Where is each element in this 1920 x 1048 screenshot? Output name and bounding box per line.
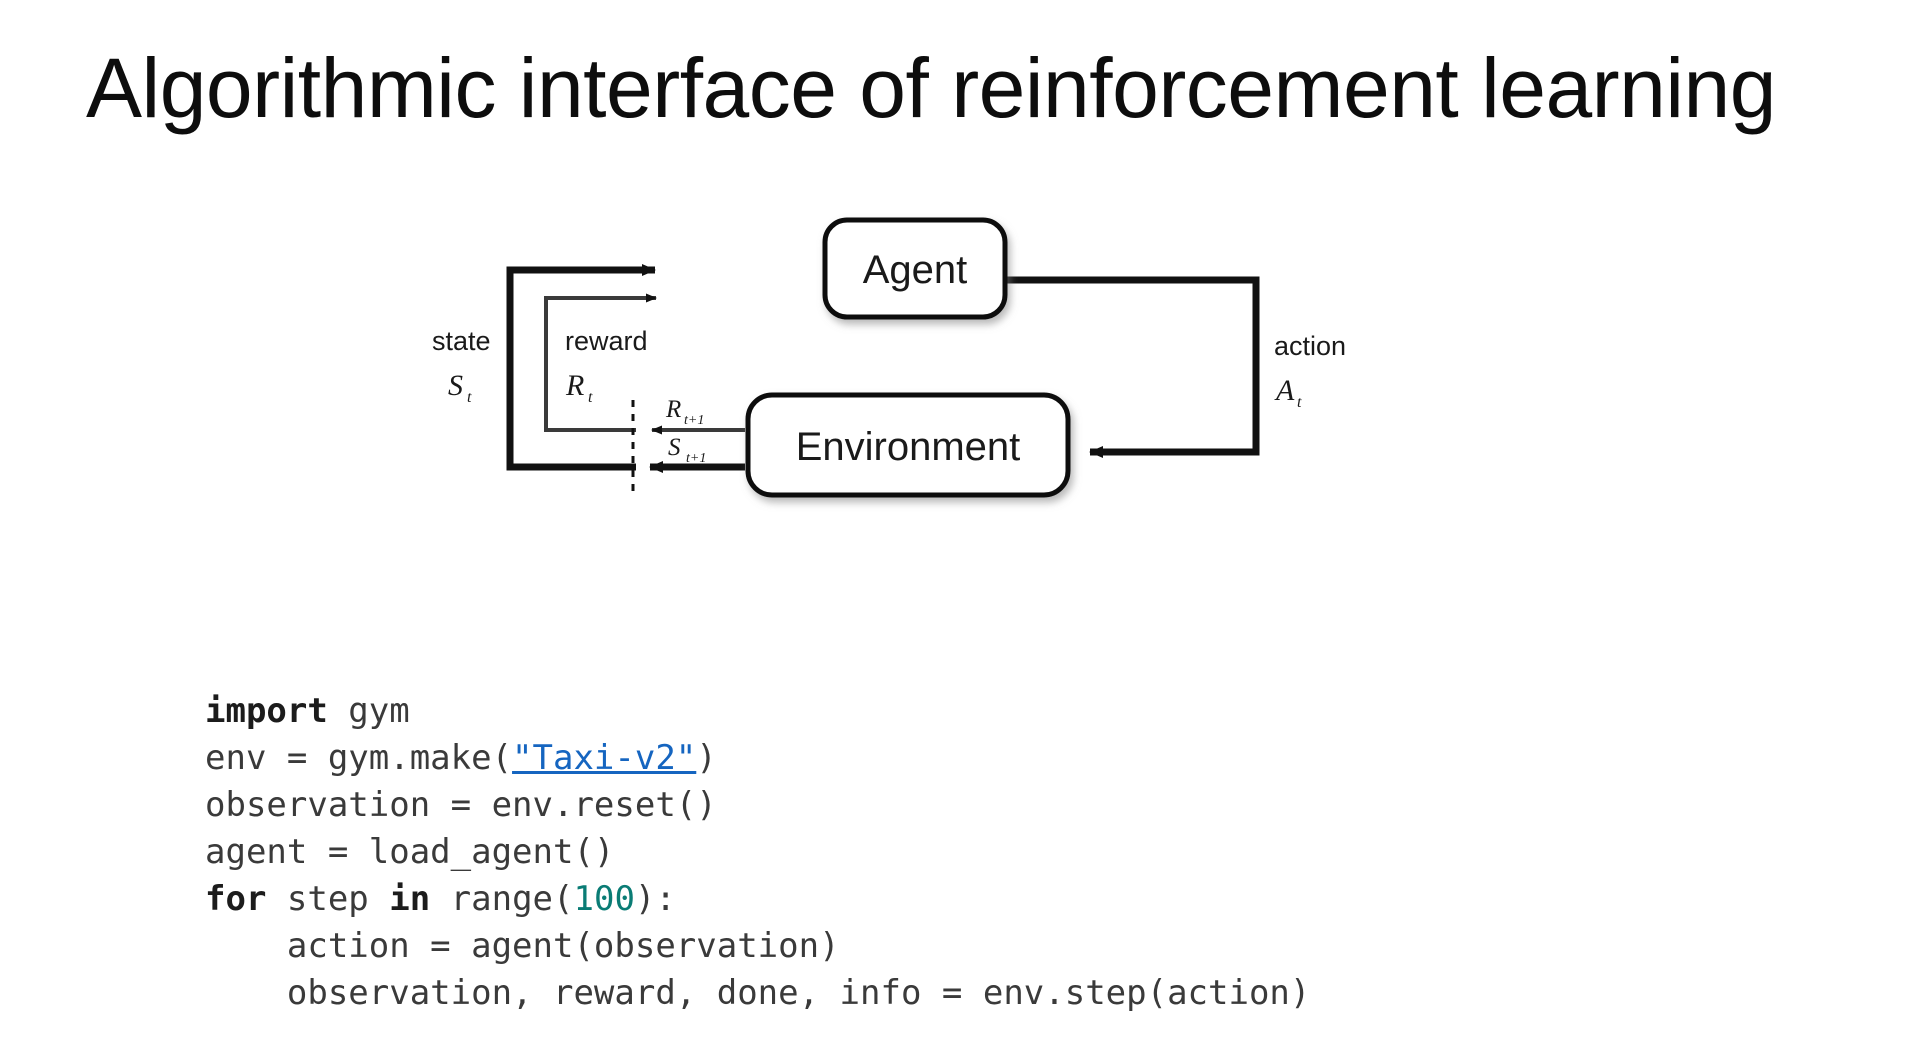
svg-text:A: A bbox=[1274, 374, 1295, 407]
svg-text:action: action bbox=[1274, 331, 1346, 361]
code-text: ) bbox=[696, 738, 717, 778]
svg-text:reward: reward bbox=[565, 326, 648, 356]
edge-state bbox=[506, 264, 745, 473]
svg-text:R: R bbox=[665, 396, 681, 423]
code-text: step bbox=[266, 879, 390, 919]
node-environment: Environment bbox=[745, 392, 1071, 498]
code-line: for step in range(100): bbox=[205, 876, 1310, 923]
label-reward-next: R t+1 bbox=[665, 396, 704, 428]
code-number-literal: 100 bbox=[573, 879, 635, 919]
edge-action bbox=[1005, 276, 1260, 458]
code-string-hyperlink[interactable]: "Taxi-v2" bbox=[512, 738, 697, 778]
code-line: import gym bbox=[205, 688, 1310, 735]
label-state: state S t bbox=[432, 326, 491, 406]
svg-text:S: S bbox=[448, 369, 463, 402]
label-state-next: S t+1 bbox=[668, 434, 706, 466]
edge-reward bbox=[544, 293, 745, 435]
svg-text:R: R bbox=[565, 369, 584, 402]
svg-text:t: t bbox=[467, 389, 472, 406]
svg-text:S: S bbox=[668, 434, 681, 461]
code-text: action = agent(observation) bbox=[205, 926, 840, 966]
svg-text:t+1: t+1 bbox=[686, 451, 706, 466]
code-text: range( bbox=[430, 879, 574, 919]
svg-text:t: t bbox=[1297, 394, 1302, 411]
svg-text:t+1: t+1 bbox=[684, 413, 704, 428]
code-keyword: import bbox=[205, 691, 328, 731]
code-line: observation, reward, done, info = env.st… bbox=[205, 970, 1311, 1017]
code-text: env = gym.make( bbox=[205, 738, 513, 778]
code-text: observation, reward, done, info = env.st… bbox=[205, 973, 1311, 1013]
code-line: env = gym.make("Taxi-v2") bbox=[205, 735, 1310, 782]
node-agent-label: Agent bbox=[863, 248, 968, 292]
code-text: agent = load_agent() bbox=[205, 832, 615, 872]
code-keyword: in bbox=[389, 879, 431, 919]
node-environment-label: Environment bbox=[796, 425, 1021, 469]
code-text: ): bbox=[634, 879, 676, 919]
label-action: action A t bbox=[1274, 331, 1346, 411]
svg-text:t: t bbox=[588, 389, 593, 406]
code-text: observation = env.reset() bbox=[205, 785, 717, 825]
code-line: observation = env.reset() bbox=[205, 782, 1310, 829]
code-line: action = agent(observation) bbox=[205, 923, 1310, 970]
agent-environment-diagram: Agent Environment state S t reward R t a… bbox=[0, 195, 1920, 535]
code-keyword: for bbox=[205, 879, 267, 919]
page-title: Algorithmic interface of reinforcement l… bbox=[86, 41, 1776, 135]
label-reward: reward R t bbox=[565, 326, 648, 406]
node-agent: Agent bbox=[822, 217, 1008, 320]
code-line: agent = load_agent() bbox=[205, 829, 1310, 876]
code-text: gym bbox=[327, 691, 410, 731]
svg-text:state: state bbox=[432, 326, 491, 356]
